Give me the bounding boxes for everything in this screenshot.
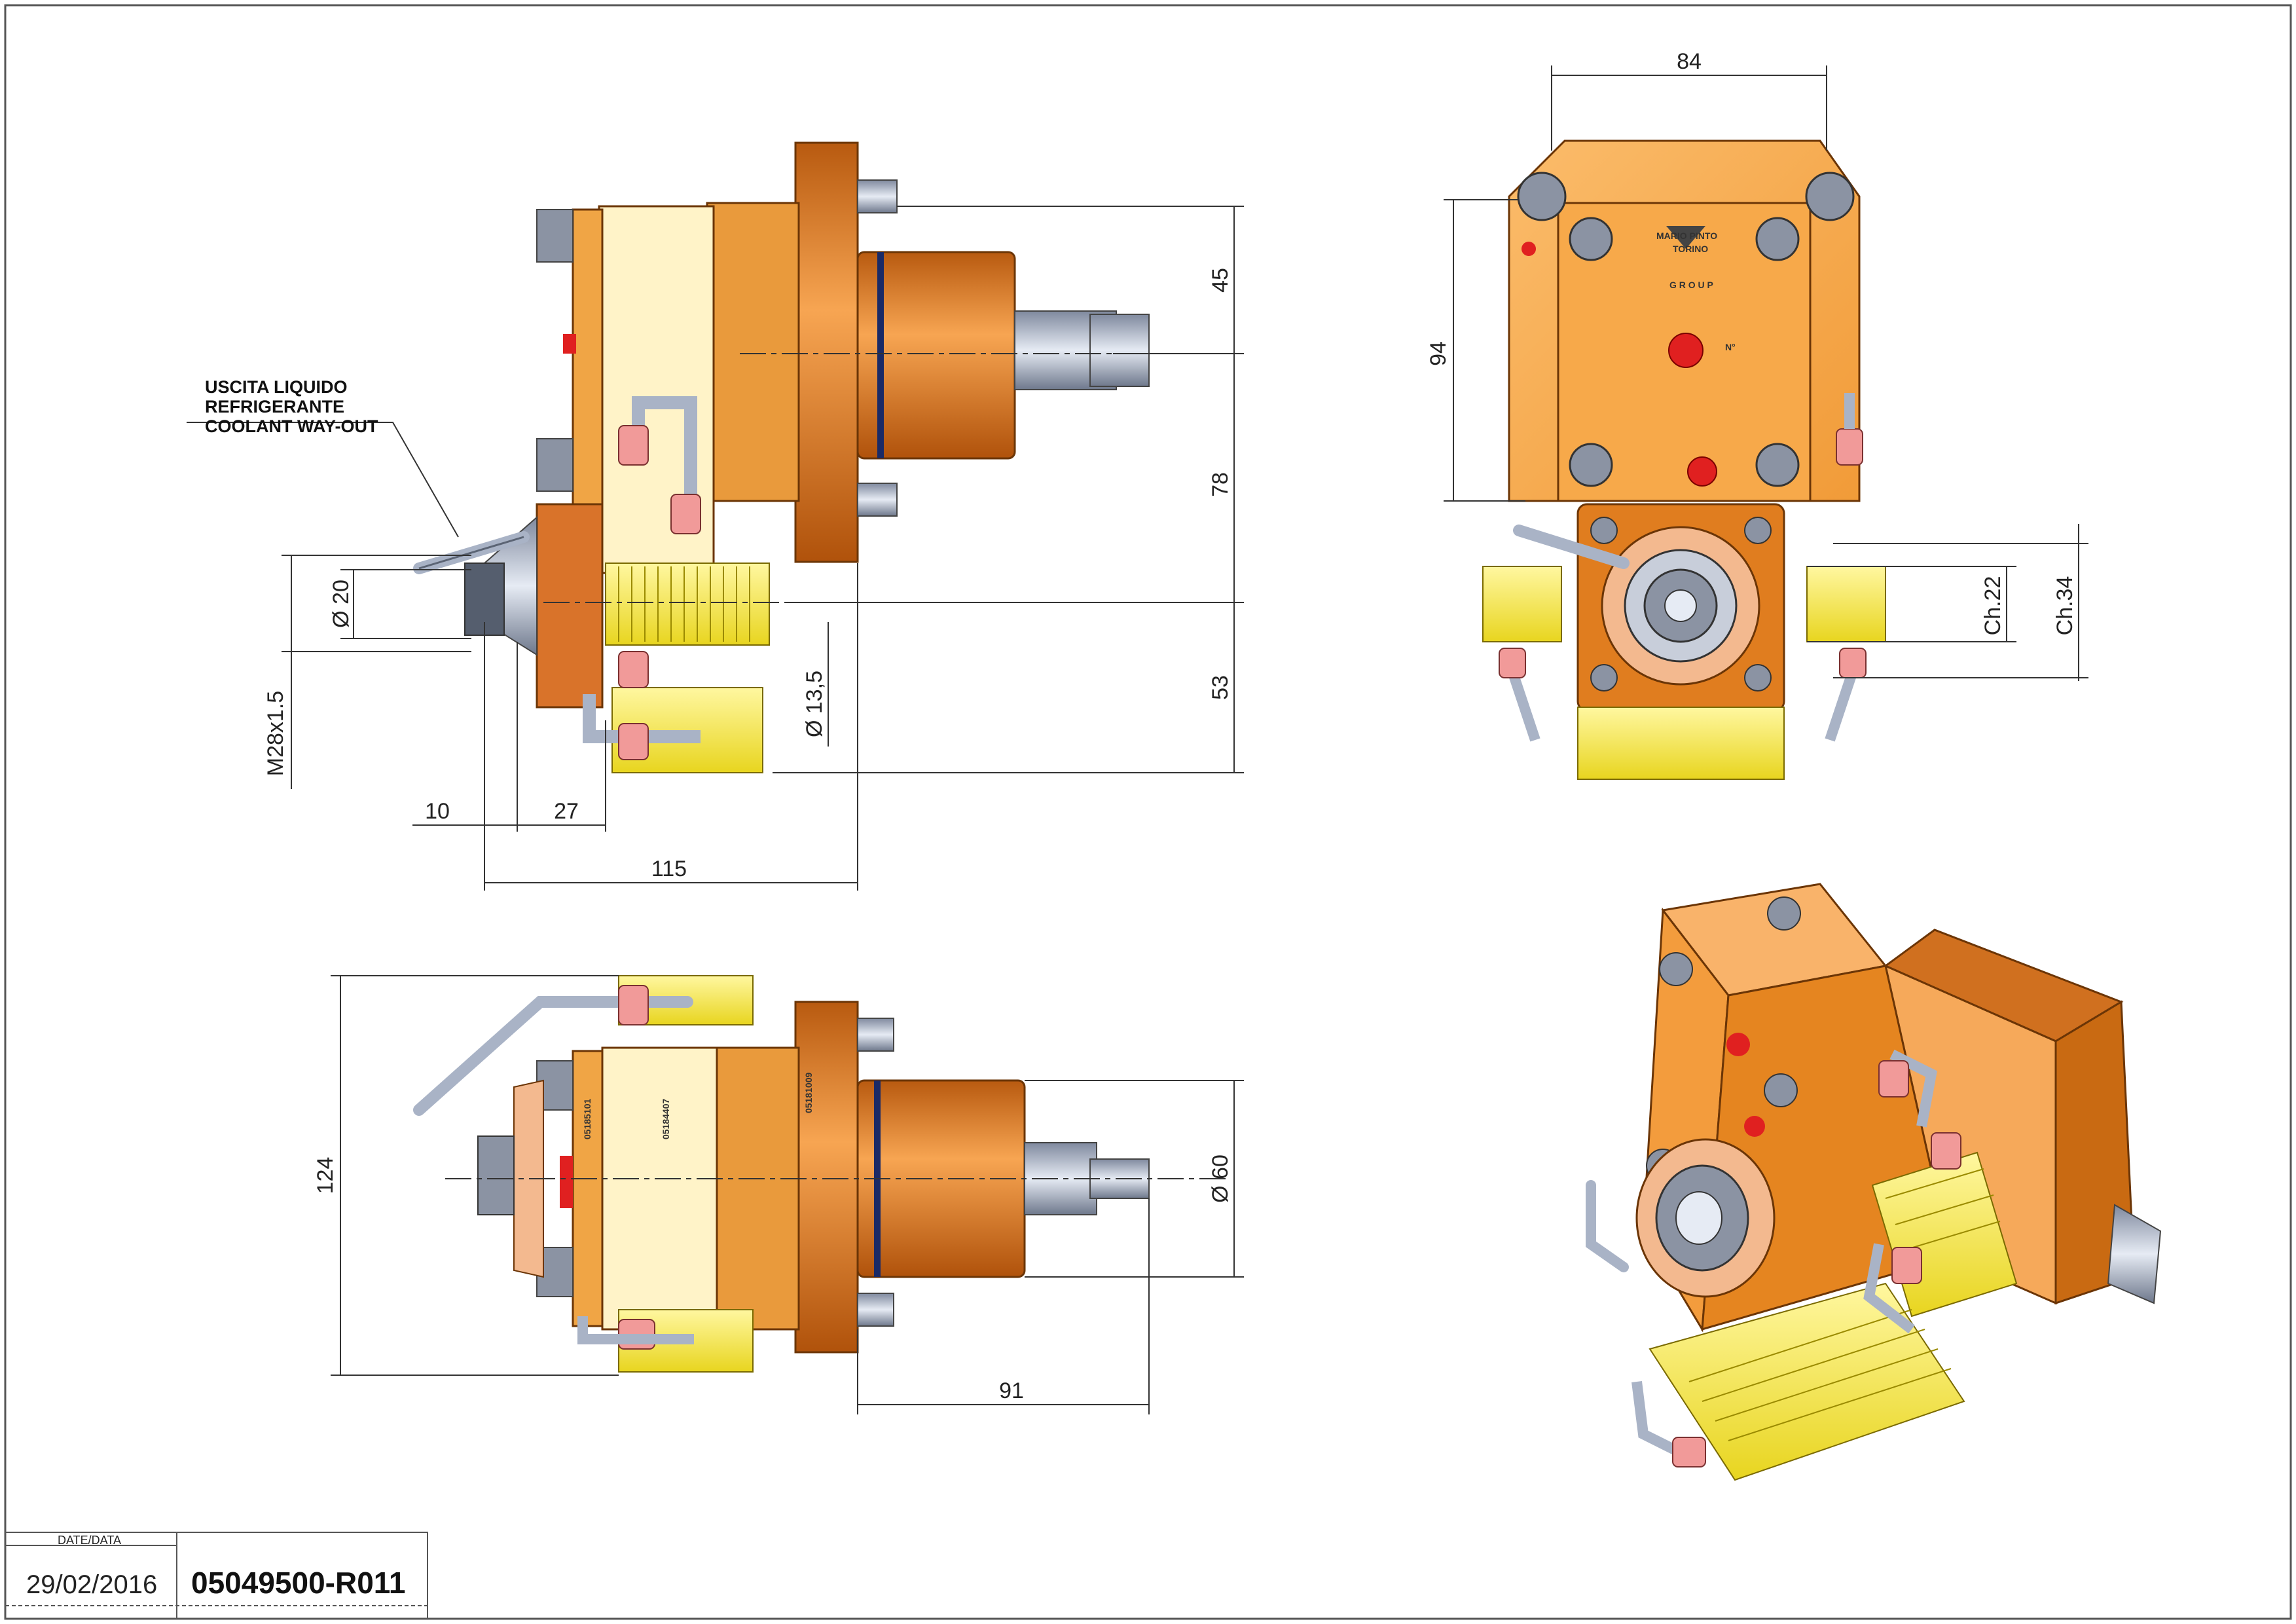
dim-top-d60: Ø 60 <box>1208 1154 1233 1203</box>
top-view-dimensions <box>331 975 1244 1414</box>
dim-end-84: 84 <box>1677 49 1702 74</box>
dim-end-94: 94 <box>1426 341 1451 366</box>
brand-city: TORINO <box>1673 244 1708 254</box>
serial-label: N° <box>1725 342 1736 352</box>
top-view: 05185101 05184407 05181009 <box>413 975 1231 1373</box>
front-view-dimensions <box>187 206 1244 891</box>
front-view <box>413 141 1231 773</box>
dim-front-115: 115 <box>651 857 687 881</box>
coolant-note-line-3: COOLANT WAY-OUT <box>205 416 378 436</box>
date-value: 29/02/2016 <box>26 1570 157 1599</box>
dim-top-124: 124 <box>313 1157 338 1194</box>
dim-front-78: 78 <box>1208 472 1233 497</box>
coolant-note-line-2: REFRIGERANTE <box>205 397 344 416</box>
brand-group: G R O U P <box>1669 280 1713 290</box>
dim-end-ch22: Ch.22 <box>1980 576 2005 636</box>
dim-front-45: 45 <box>1208 268 1233 293</box>
end-view-dimensions <box>1444 65 2088 681</box>
dim-front-53: 53 <box>1208 675 1233 700</box>
end-view: MARIO PINTO TORINO G R O U P N° <box>1482 139 1886 780</box>
dim-front-m28: M28x1.5 <box>263 691 288 776</box>
date-label: DATE/DATA <box>58 1534 121 1547</box>
sheet-border <box>4 4 2292 1620</box>
part-marking-3: 05181009 <box>803 1072 814 1113</box>
drawing-number: 05049500-R011 <box>191 1566 405 1600</box>
dim-front-d20: Ø 20 <box>329 580 354 628</box>
part-marking-1: 05185101 <box>582 1098 592 1139</box>
part-marking-2: 05184407 <box>661 1098 671 1139</box>
dim-front-10: 10 <box>425 799 450 824</box>
dim-end-ch34: Ch.34 <box>2052 576 2077 636</box>
brand-text: MARIO PINTO <box>1656 231 1717 241</box>
isometric-view <box>1586 883 2162 1481</box>
dim-front-27: 27 <box>554 799 579 824</box>
title-block <box>5 1532 428 1619</box>
dim-top-91: 91 <box>999 1378 1024 1403</box>
coolant-note-line-1: USCITA LIQUIDO <box>205 377 348 397</box>
dim-front-d135: Ø 13,5 <box>802 671 827 737</box>
